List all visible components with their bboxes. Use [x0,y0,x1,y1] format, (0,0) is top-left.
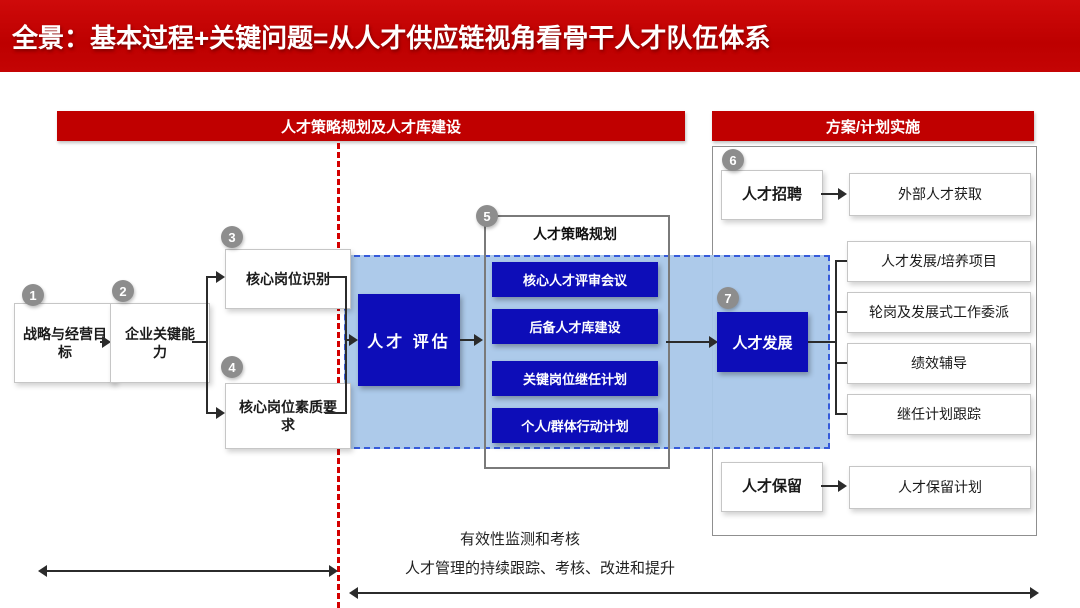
arrow-step1-step2 [102,336,111,348]
planning-item-succession-plan: 关键岗位继任计划 [492,361,658,396]
connector-line [835,362,849,364]
step-circle-6: 6 [722,149,744,171]
arrow-recruit-target [838,188,847,200]
connector-line [835,260,837,415]
develop-item-rotation-assignment: 轮岗及发展式工作委派 [847,292,1031,333]
step-circle-3: 3 [221,226,243,248]
box-strategy-goals: 战略与经营目标 [14,303,116,383]
connector-line [835,311,849,313]
connector-line [345,276,347,414]
connector-line [206,412,217,414]
footer-tracking-text: 人才管理的持续跟踪、考核、改进和提升 [404,560,675,577]
arrow-to-planning [474,334,483,346]
red-dashed-divider [337,143,340,608]
box-enterprise-capability: 企业关键能力 [110,303,210,383]
page-title: 全景：基本过程+关键问题=从人才供应链视角看骨干人才队伍体系 [12,22,771,53]
connector-line [460,339,476,341]
section-header-planning: 人才策略规划及人才库建设 [57,111,685,141]
bottom-left-arrowhead-right [329,565,338,577]
connector-line [325,276,347,278]
box-core-position-identify: 核心岗位识别 [225,249,351,309]
step-circle-5: 5 [476,205,498,227]
bottom-left-arrowhead-left [38,565,47,577]
step-circle-2: 2 [112,280,134,302]
connector-line [835,413,849,415]
step-circle-4: 4 [221,356,243,378]
arrow-to-step4 [216,407,225,419]
connector-line [206,276,217,278]
title-banner: 全景：基本过程+关键问题=从人才供应链视角看骨干人才队伍体系 [0,0,1080,72]
planning-title: 人才策略规划 [533,226,617,242]
connector-line [821,193,839,195]
step-circle-7: 7 [717,287,739,309]
bottom-right-arrowhead-right [1030,587,1039,599]
bottom-left-span-line [44,570,332,572]
arrow-to-step3 [216,271,225,283]
bottom-right-span-line [355,592,1033,594]
connector-line [808,341,836,343]
footer-monitoring-text: 有效性监测和考核 [459,531,580,548]
planning-item-talent-pool: 后备人才库建设 [492,309,658,344]
connector-line [666,341,712,343]
box-talent-assessment: 人才 评估 [358,294,460,386]
connector-line [325,412,347,414]
connector-line [821,485,839,487]
planning-item-action-plan: 个人/群体行动计划 [492,408,658,443]
bottom-right-arrowhead-left [349,587,358,599]
step-circle-1: 1 [22,284,44,306]
connector-line [192,341,207,343]
develop-item-succession-tracking: 继任计划跟踪 [847,394,1031,435]
arrow-retain-target [838,480,847,492]
arrow-to-assessment [349,334,358,346]
box-talent-retention: 人才保留 [721,462,823,512]
connector-line [345,339,351,341]
box-retention-plan: 人才保留计划 [849,466,1031,509]
planning-item-review-meeting: 核心人才评审会议 [492,262,658,297]
arrow-to-develop [709,336,718,348]
section-header-implementation: 方案/计划实施 [712,111,1034,141]
box-external-talent-acquisition: 外部人才获取 [849,173,1031,216]
box-talent-development: 人才发展 [717,312,808,372]
box-talent-recruiting: 人才招聘 [721,170,823,220]
connector-line [206,277,208,413]
box-core-position-quality: 核心岗位素质要求 [225,383,351,449]
develop-item-training-program: 人才发展/培养项目 [847,241,1031,282]
connector-line [835,260,849,262]
develop-item-performance-coaching: 绩效辅导 [847,343,1031,384]
